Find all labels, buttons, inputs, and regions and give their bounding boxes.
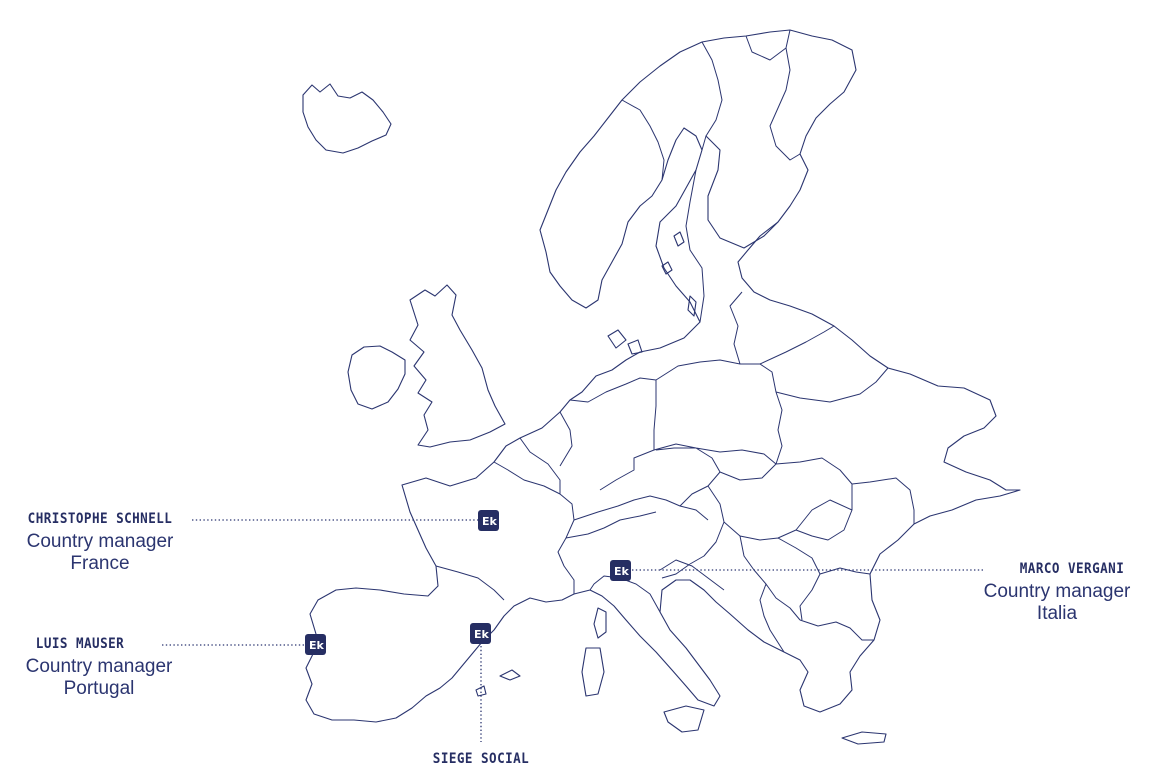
france-contact-country: France — [70, 553, 130, 574]
hq-marker-label: Ek — [474, 628, 490, 641]
mainland-outline — [305, 29, 1021, 723]
country-borders — [435, 291, 915, 653]
italy-marker[interactable]: Ek — [610, 560, 631, 581]
portugal-contact: LUIS MAUSER Country manager Portugal — [0, 636, 198, 700]
great-britain-outline — [409, 284, 506, 448]
france-marker[interactable]: Ek — [478, 510, 499, 531]
italy-contact-country: Italia — [1036, 603, 1078, 624]
france-contact-role: Country manager — [26, 531, 174, 552]
hq-contact-name: SIEGE SOCIAL — [432, 751, 530, 767]
iceland-outline — [302, 83, 392, 154]
ireland-outline — [347, 345, 406, 410]
portugal-contact-country: Portugal — [63, 678, 135, 699]
sweden-lakes — [661, 231, 685, 275]
italy-contact: MARCO VERGANI Country manager Italia — [960, 561, 1150, 625]
portugal-marker-label: Ek — [309, 639, 325, 652]
sicily-outline — [663, 705, 705, 733]
balearic-outline — [475, 669, 521, 697]
hq-marker[interactable]: Ek — [470, 623, 491, 644]
denmark-islands — [607, 329, 643, 355]
france-contact-name: CHRISTOPHE SCHNELL — [27, 511, 173, 527]
sardinia-outline — [581, 647, 605, 697]
baltic-outline — [705, 135, 779, 249]
gotland-outline — [687, 295, 697, 317]
crete-outline — [841, 731, 887, 745]
portugal-marker[interactable]: Ek — [305, 634, 326, 655]
corsica-outline — [593, 607, 607, 639]
scandinavia-borders — [621, 29, 801, 323]
italy-marker-label: Ek — [614, 565, 630, 578]
portugal-contact-role: Country manager — [25, 656, 173, 677]
hq-contact: SIEGE SOCIAL — [381, 751, 581, 767]
italy-contact-role: Country manager — [983, 581, 1131, 602]
portugal-contact-name: LUIS MAUSER — [35, 636, 125, 652]
france-marker-label: Ek — [482, 515, 498, 528]
italy-contact-name: MARCO VERGANI — [1019, 561, 1125, 577]
france-contact: CHRISTOPHE SCHNELL Country manager Franc… — [0, 511, 200, 575]
